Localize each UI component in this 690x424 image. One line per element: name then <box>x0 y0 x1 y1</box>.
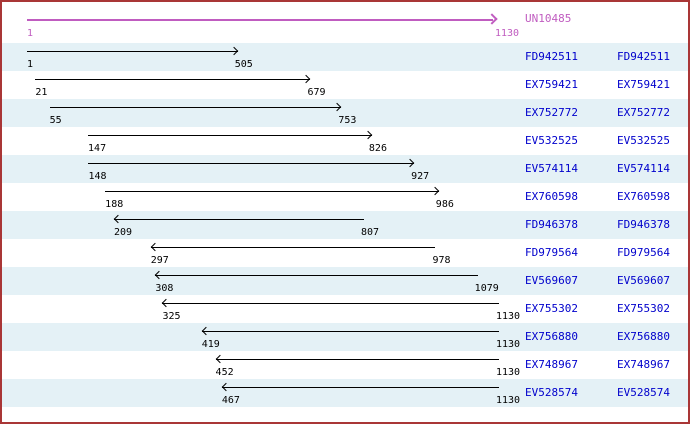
read-accession-link[interactable]: EX759421 <box>525 78 578 91</box>
read-row: 1 505 FD942511 FD942511 <box>2 43 688 71</box>
read-start-coordinate: 147 <box>88 143 107 154</box>
read-end-coordinate: 1079 <box>474 283 499 294</box>
read-start-coordinate: 325 <box>162 311 181 322</box>
read-arrow-line <box>215 359 499 360</box>
read-accession-link-2[interactable]: FD979564 <box>617 246 670 259</box>
read-arrow-line <box>162 303 499 304</box>
contig-arrow-line <box>27 19 493 21</box>
read-row: 297 978 FD979564 FD979564 <box>2 239 688 267</box>
read-end-coordinate: 505 <box>234 59 253 70</box>
read-start-coordinate: 419 <box>201 339 220 350</box>
read-arrowhead-icon <box>155 270 164 280</box>
read-arrow-line <box>150 247 436 248</box>
read-start-coordinate: 1 <box>27 59 34 70</box>
read-row: 419 1130 EX756880 EX756880 <box>2 323 688 351</box>
read-row: 209 807 FD946378 FD946378 <box>2 211 688 239</box>
read-arrow-line <box>201 331 499 332</box>
read-accession-link-2[interactable]: EV528574 <box>617 386 670 399</box>
read-row: 147 826 EV532525 EV532525 <box>2 127 688 155</box>
read-accession-link[interactable]: EX755302 <box>525 302 578 315</box>
read-accession-link-2[interactable]: EV532525 <box>617 134 670 147</box>
read-start-coordinate: 148 <box>88 171 107 182</box>
read-end-coordinate: 679 <box>307 87 326 98</box>
contig-start-coordinate: 1 <box>27 28 34 39</box>
read-arrowhead-icon <box>302 74 311 84</box>
read-start-coordinate: 209 <box>113 227 133 238</box>
read-end-coordinate: 1130 <box>496 311 521 322</box>
read-arrowhead-icon <box>333 102 342 112</box>
read-start-coordinate: 308 <box>155 283 174 294</box>
contig-name: UN10485 <box>525 12 572 25</box>
read-accession-link-2[interactable]: EX760598 <box>617 190 670 203</box>
contig-end-coordinate: 1130 <box>495 28 520 39</box>
read-end-coordinate: 1130 <box>496 339 521 350</box>
contig-track: 1 1130 UN10485 <box>2 2 688 43</box>
read-accession-link-2[interactable]: EX748967 <box>617 358 670 371</box>
read-row: 308 1079 EV569607 EV569607 <box>2 267 688 295</box>
read-arrowhead-icon <box>430 186 440 196</box>
read-end-coordinate: 1130 <box>496 367 521 378</box>
read-arrow-line <box>113 219 364 220</box>
read-accession-link[interactable]: EX760598 <box>525 190 578 203</box>
read-accession-link-2[interactable]: EX752772 <box>617 106 670 119</box>
read-arrowhead-icon <box>215 354 224 364</box>
read-start-coordinate: 452 <box>215 367 234 378</box>
read-row: 325 1130 EX755302 EX755302 <box>2 295 688 323</box>
read-arrowhead-icon <box>221 382 231 392</box>
read-row: 148 927 EV574114 EV574114 <box>2 155 688 183</box>
read-start-coordinate: 55 <box>49 115 62 126</box>
read-end-coordinate: 986 <box>435 199 454 210</box>
read-accession-link[interactable]: FD979564 <box>525 246 578 259</box>
read-accession-link[interactable]: EV574114 <box>525 162 578 175</box>
read-end-coordinate: 807 <box>360 227 380 238</box>
read-row: 467 1130 EV528574 EV528574 <box>2 379 688 407</box>
read-accession-link-2[interactable]: EX755302 <box>617 302 670 315</box>
read-arrow-line <box>35 79 311 80</box>
read-arrow-line <box>155 275 478 276</box>
read-accession-link[interactable]: EX752772 <box>525 106 578 119</box>
read-accession-link[interactable]: EV532525 <box>525 134 578 147</box>
read-accession-link[interactable]: FD942511 <box>525 50 578 63</box>
read-arrow-line <box>27 51 238 52</box>
read-end-coordinate: 826 <box>368 143 387 154</box>
read-arrowhead-icon <box>150 242 159 252</box>
read-arrow-line <box>88 163 415 164</box>
read-accession-link[interactable]: EX756880 <box>525 330 578 343</box>
read-end-coordinate: 978 <box>432 255 451 266</box>
read-row: 21 679 EX759421 EX759421 <box>2 71 688 99</box>
read-accession-link[interactable]: EV569607 <box>525 274 578 287</box>
read-start-coordinate: 21 <box>35 87 48 98</box>
read-arrow-line <box>49 107 342 108</box>
read-end-coordinate: 753 <box>338 115 357 126</box>
read-arrowhead-icon <box>201 326 210 336</box>
contig-arrowhead-icon <box>486 13 498 25</box>
read-accession-link-2[interactable]: EX759421 <box>617 78 670 91</box>
read-accession-link-2[interactable]: FD946378 <box>617 218 670 231</box>
read-accession-link[interactable]: EX748967 <box>525 358 578 371</box>
read-arrowhead-icon <box>229 46 238 56</box>
read-arrowhead-icon <box>363 130 373 140</box>
read-accession-link-2[interactable]: EV569607 <box>617 274 670 287</box>
read-accession-link-2[interactable]: EX756880 <box>617 330 670 343</box>
read-arrowhead-icon <box>162 298 171 308</box>
read-row: 452 1130 EX748967 EX748967 <box>2 351 688 379</box>
read-end-coordinate: 1130 <box>496 395 521 406</box>
read-arrowhead-icon <box>405 158 415 168</box>
read-row: 55 753 EX752772 EX752772 <box>2 99 688 127</box>
read-start-coordinate: 188 <box>105 199 124 210</box>
read-arrow-line <box>221 387 499 388</box>
read-row: 188 986 EX760598 EX760598 <box>2 183 688 211</box>
read-arrow-line <box>105 191 439 192</box>
read-start-coordinate: 467 <box>221 395 240 406</box>
read-accession-link[interactable]: EV528574 <box>525 386 578 399</box>
read-arrow-line <box>88 135 372 136</box>
read-accession-link[interactable]: FD946378 <box>525 218 578 231</box>
read-start-coordinate: 297 <box>150 255 169 266</box>
reads-list: 1 505 FD942511 FD942511 21 679 EX759421 … <box>2 43 688 407</box>
read-end-coordinate: 927 <box>411 171 430 182</box>
read-accession-link-2[interactable]: FD942511 <box>617 50 670 63</box>
read-accession-link-2[interactable]: EV574114 <box>617 162 670 175</box>
read-arrowhead-icon <box>113 214 123 224</box>
